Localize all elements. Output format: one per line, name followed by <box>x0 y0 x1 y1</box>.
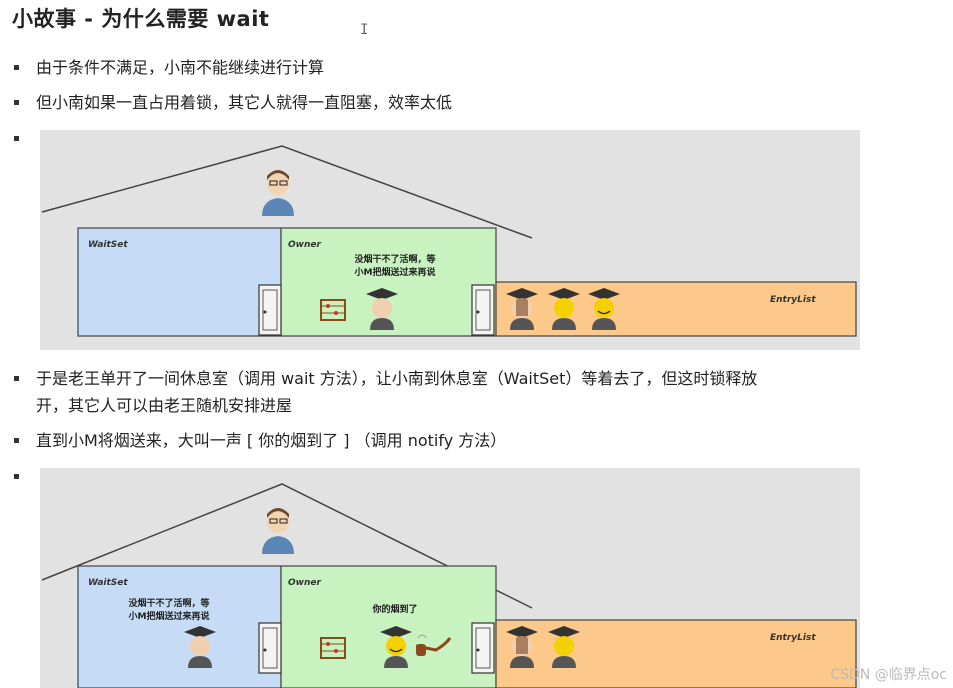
waitset-label: WaitSet <box>88 578 128 588</box>
diagram-2-drawing <box>40 468 860 688</box>
owner-speech-line-2: 小M把烟送过来再说 <box>340 267 450 280</box>
door-icon <box>259 285 281 335</box>
waitset-speech-line-1: 没烟干不了活啊，等 <box>114 598 224 611</box>
monitor-person-icon <box>262 170 294 216</box>
waitset-speech: 没烟干不了活啊，等 小M把烟送过来再说 <box>114 598 224 624</box>
monitor-diagram-1: WaitSet Owner EntryList 没烟干不了活啊，等 小M把烟送过… <box>40 130 860 350</box>
csdn-watermark: CSDN @临界点oc <box>830 664 947 684</box>
door-icon <box>259 623 281 673</box>
door-icon <box>472 285 494 335</box>
text-cursor-icon: I <box>360 22 368 38</box>
entrylist-label: EntryList <box>770 295 816 305</box>
roof-line <box>42 146 532 238</box>
waitset-label: WaitSet <box>88 240 128 250</box>
bullet-marker <box>14 376 22 384</box>
bullet-text-3a: 于是老王单开了一间休息室（调用 wait 方法），让小南到休息室（WaitSet… <box>36 365 757 393</box>
page-title: 小故事 - 为什么需要 wait <box>12 3 269 33</box>
monitor-person-icon <box>262 508 294 554</box>
monitor-diagram-2: WaitSet Owner EntryList 没烟干不了活啊，等 小M把烟送过… <box>40 468 860 688</box>
bullet-marker <box>14 65 22 73</box>
bullet-marker <box>14 474 22 482</box>
bullet-text-3b: 开，其它人可以由老王随机安排进屋 <box>36 392 292 420</box>
owner-speech: 你的烟到了 <box>355 604 435 617</box>
bullet-text-4: 直到小M将烟送来，大叫一声 [ 你的烟到了 ] （调用 notify 方法） <box>36 427 506 455</box>
entrylist-label: EntryList <box>770 633 816 643</box>
diagram-1-drawing <box>40 130 860 350</box>
waitset-speech-line-2: 小M把烟送过来再说 <box>114 611 224 624</box>
owner-speech-line-1: 没烟干不了活啊，等 <box>340 254 450 267</box>
entrylist-room <box>496 282 856 336</box>
bullet-text-2: 但小南如果一直占用着锁，其它人就得一直阻塞，效率太低 <box>36 89 452 117</box>
bullet-marker <box>14 136 22 144</box>
owner-speech: 没烟干不了活啊，等 小M把烟送过来再说 <box>340 254 450 280</box>
entrylist-room <box>496 620 856 688</box>
bullet-marker <box>14 100 22 108</box>
bullet-marker <box>14 438 22 446</box>
door-icon <box>472 623 494 673</box>
bullet-text-1: 由于条件不满足，小南不能继续进行计算 <box>36 54 324 82</box>
owner-label: Owner <box>288 240 321 250</box>
owner-label: Owner <box>288 578 321 588</box>
